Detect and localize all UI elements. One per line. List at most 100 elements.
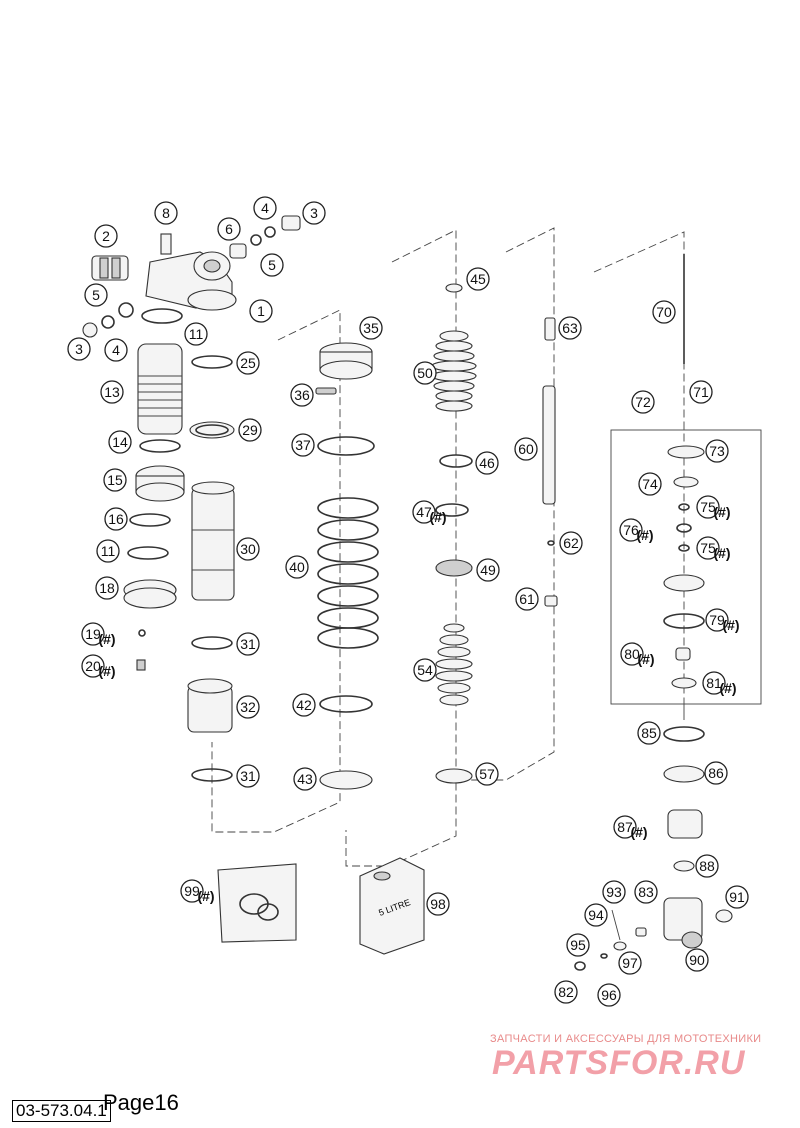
callout-30: 30 (236, 537, 260, 561)
callout-number: 98 (430, 896, 446, 912)
callout-number: 91 (729, 889, 745, 905)
callout-18: 18 (95, 576, 119, 600)
callout-number: 11 (189, 326, 204, 342)
callout-number: 63 (562, 320, 578, 336)
callout-number: 54 (417, 662, 433, 678)
callout-36: 36 (290, 383, 314, 407)
callout-number: 31 (240, 768, 256, 784)
callout-number: 97 (622, 955, 638, 971)
callout-29: 29 (238, 418, 262, 442)
watermark-subtitle: ЗАПЧАСТИ И АКСЕССУАРЫ ДЛЯ МОТОТЕХНИКИ (490, 1033, 762, 1045)
callout-8: 8 (154, 201, 178, 225)
callout-35: 35 (359, 316, 383, 340)
callout-79: 79(#) (705, 608, 740, 633)
callout-87: 87(#) (613, 815, 648, 840)
callout-11: 11 (96, 539, 120, 563)
callout-60: 60 (514, 437, 538, 461)
callout-number: 94 (588, 907, 604, 923)
callout-90: 90 (685, 948, 709, 972)
callout-86: 86 (704, 761, 728, 785)
callout-hash-mark: (#) (719, 680, 736, 696)
callout-number: 47 (416, 504, 432, 520)
document-code: 03-573.04.1 (12, 1100, 111, 1122)
callout-85: 85 (637, 721, 661, 745)
callout-number: 31 (240, 636, 256, 652)
callout-31: 31 (236, 764, 260, 788)
callout-61: 61 (515, 587, 539, 611)
callout-number: 99 (184, 883, 200, 899)
callout-number: 96 (601, 987, 617, 1003)
oil-can: 5 LITRE (359, 857, 425, 955)
callout-number: 20 (85, 658, 101, 674)
seal-kit-bag (217, 863, 297, 943)
callout-54: 54 (413, 658, 437, 682)
damper-body-parts (187, 355, 235, 782)
callout-number: 5 (92, 287, 100, 303)
callout-number: 80 (624, 646, 640, 662)
callout-number: 42 (296, 697, 312, 713)
callout-number: 40 (289, 559, 305, 575)
callout-number: 57 (479, 766, 495, 782)
callout-31: 31 (236, 632, 260, 656)
callout-number: 15 (107, 472, 123, 488)
callout-number: 35 (363, 320, 379, 336)
callout-hash-mark: (#) (429, 509, 446, 525)
callout-number: 71 (693, 384, 709, 400)
callout-32: 32 (236, 695, 260, 719)
callout-42: 42 (292, 693, 316, 717)
callout-hash-mark: (#) (630, 824, 647, 840)
callout-number: 90 (689, 952, 705, 968)
callout-95: 95 (566, 933, 590, 957)
callout-3: 3 (67, 337, 91, 361)
callout-number: 83 (638, 884, 654, 900)
callout-98: 98 (426, 892, 450, 916)
callout-hash-mark: (#) (713, 504, 730, 520)
callout-number: 81 (706, 675, 722, 691)
callout-5: 5 (84, 283, 108, 307)
callout-number: 16 (108, 511, 124, 527)
page-number: Page16 (103, 1090, 179, 1115)
callout-hash-mark: (#) (636, 527, 653, 543)
callout-72: 72 (631, 390, 655, 414)
callout-88: 88 (695, 854, 719, 878)
left-column-parts (123, 343, 185, 671)
callout-15: 15 (103, 468, 127, 492)
callout-14: 14 (108, 430, 132, 454)
callout-hash-mark: (#) (197, 888, 214, 904)
callout-number: 45 (470, 271, 486, 287)
callout-number: 46 (479, 455, 495, 471)
callout-number: 73 (709, 443, 725, 459)
callout-13: 13 (100, 380, 124, 404)
callout-number: 5 (268, 257, 276, 273)
callout-number: 14 (112, 434, 128, 450)
callout-number: 74 (642, 476, 658, 492)
callout-number: 93 (606, 884, 622, 900)
callout-number: 50 (417, 365, 433, 381)
callout-6: 6 (217, 217, 241, 241)
callout-46: 46 (475, 451, 499, 475)
callout-4: 4 (104, 338, 128, 362)
callout-50: 50 (413, 361, 437, 385)
callout-hash-mark: (#) (637, 651, 654, 667)
callout-number: 18 (99, 580, 115, 596)
callout-80: 80(#) (620, 642, 655, 667)
callout-number: 36 (294, 387, 310, 403)
callout-number: 29 (242, 422, 258, 438)
callout-91: 91 (725, 885, 749, 909)
callout-hash-mark: (#) (98, 631, 115, 647)
callout-number: 4 (261, 200, 269, 216)
spring-parts (315, 342, 379, 790)
callout-99: 99(#) (180, 879, 215, 904)
callout-74: 74 (638, 472, 662, 496)
callout-75: 75(#) (696, 536, 731, 561)
callout-37: 37 (291, 433, 315, 457)
callout-43: 43 (293, 767, 317, 791)
callout-number: 79 (709, 612, 725, 628)
callout-number: 30 (240, 541, 256, 557)
callout-93: 93 (602, 880, 626, 904)
callout-number: 49 (480, 562, 496, 578)
callout-71: 71 (689, 380, 713, 404)
callout-76: 76(#) (619, 518, 654, 543)
callout-47: 47(#) (412, 500, 447, 525)
piston-stack-parts (431, 283, 477, 784)
